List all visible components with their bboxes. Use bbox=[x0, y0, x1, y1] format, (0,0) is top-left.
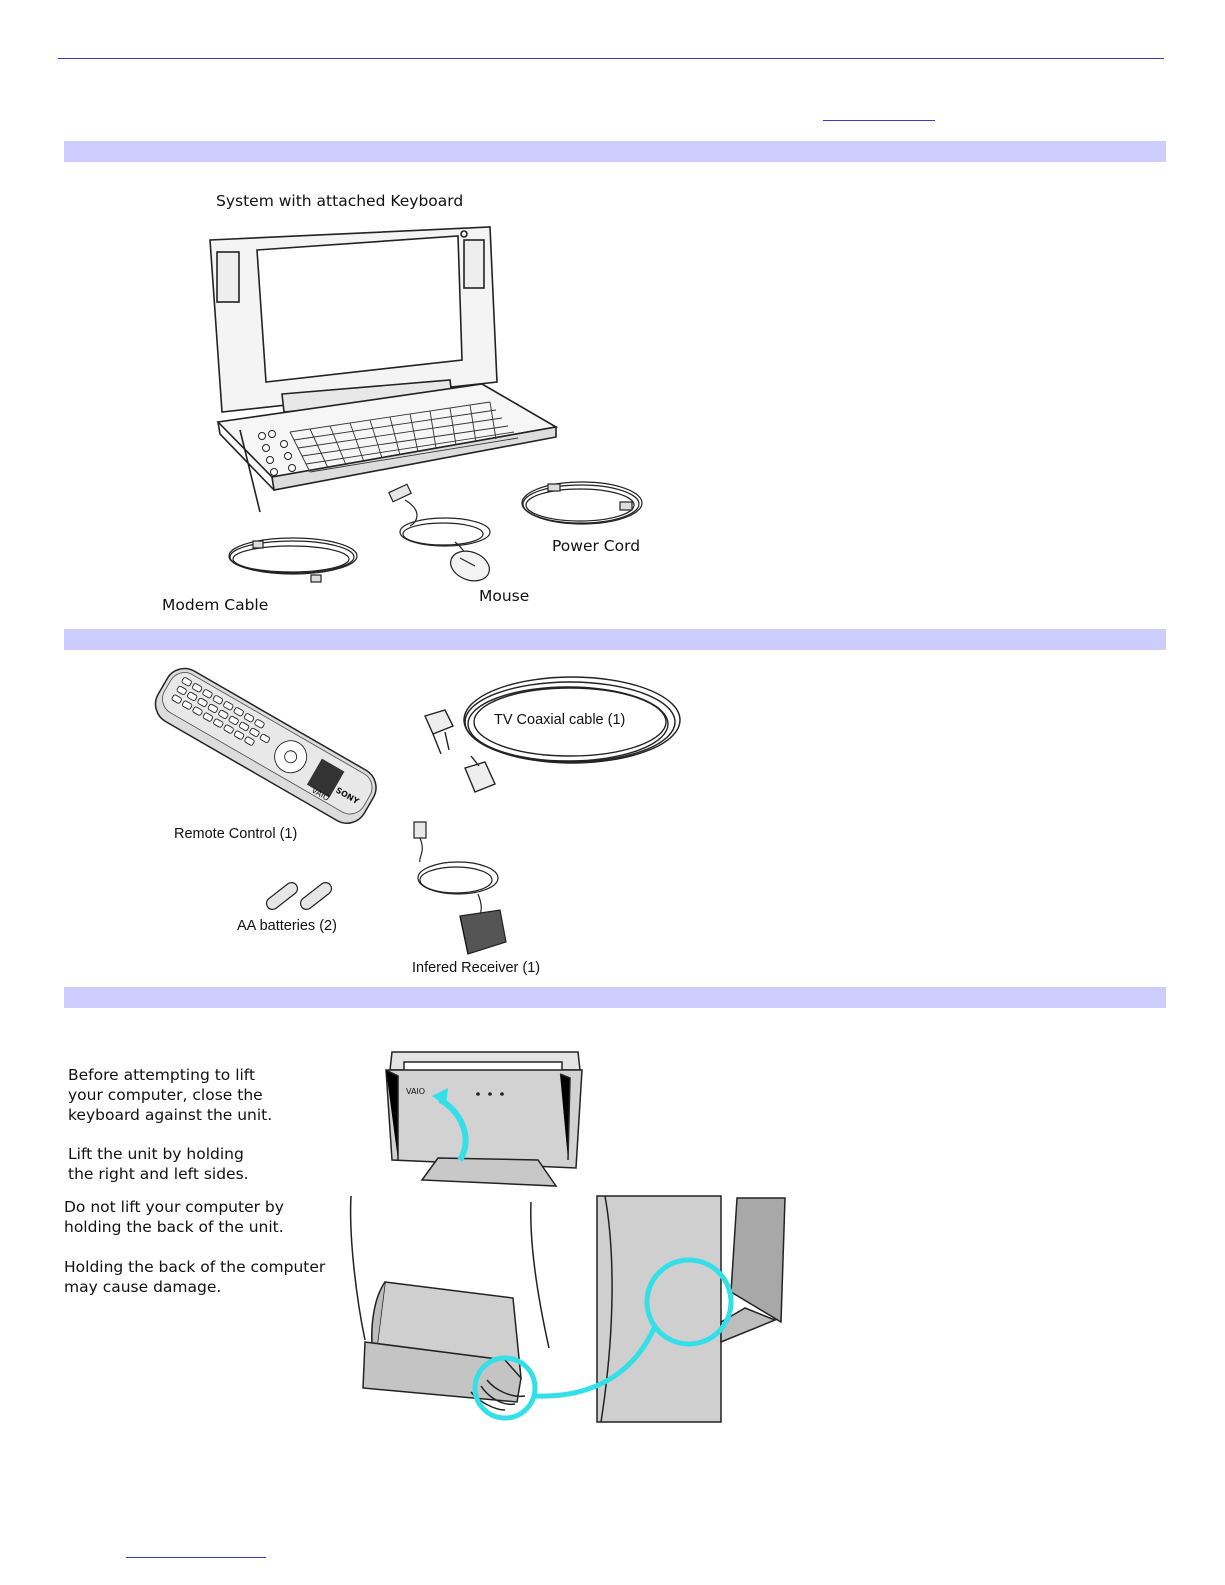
header-rule bbox=[58, 58, 1164, 59]
holding-back-illustration bbox=[349, 1195, 786, 1423]
section-band-2 bbox=[64, 629, 1166, 650]
mouse-label: Mouse bbox=[479, 587, 530, 605]
infrared-receiver-label: Infered Receiver (1) bbox=[412, 960, 541, 976]
computer-illustration bbox=[209, 226, 559, 513]
lift-line-3: keyboard against the unit. bbox=[68, 1106, 273, 1124]
system-label: System with attached Keyboard bbox=[216, 192, 464, 210]
remote-control-illustration: VAIO SONY bbox=[154, 667, 377, 824]
aa-batteries-label: AA batteries (2) bbox=[237, 918, 337, 934]
section-band-3 bbox=[64, 987, 1166, 1008]
lift-line-1: Before attempting to lift bbox=[68, 1066, 256, 1084]
lift-sides-line-2: the right and left sides. bbox=[68, 1165, 249, 1183]
lift-sides-line-1: Lift the unit by holding bbox=[68, 1145, 244, 1163]
header-link[interactable] bbox=[823, 120, 935, 121]
lift-sides-text: Lift the unit by holding the right and l… bbox=[68, 1144, 249, 1184]
warning-damage-text: Holding the back of the computer may cau… bbox=[64, 1257, 325, 1297]
lift-instructions-text: Before attempting to lift your computer,… bbox=[68, 1065, 272, 1125]
aa-batteries-illustration bbox=[265, 882, 333, 910]
damage-line-2: may cause damage. bbox=[64, 1278, 222, 1296]
warning-line-2: holding the back of the unit. bbox=[64, 1218, 284, 1236]
damage-line-1: Holding the back of the computer bbox=[64, 1258, 326, 1276]
section-band-1 bbox=[64, 141, 1166, 162]
modem-cable-illustration bbox=[228, 537, 358, 583]
footer-link[interactable] bbox=[126, 1557, 266, 1558]
infrared-receiver-illustration bbox=[413, 821, 507, 955]
svg-text:VAIO: VAIO bbox=[406, 1087, 425, 1096]
coaxial-cable-label: TV Coaxial cable (1) bbox=[494, 712, 626, 728]
mouse-illustration bbox=[388, 483, 491, 582]
closed-unit-illustration: VAIO bbox=[385, 1051, 583, 1187]
warning-line-1: Do not lift your computer by bbox=[64, 1198, 284, 1216]
lift-line-2: your computer, close the bbox=[68, 1086, 263, 1104]
coaxial-cable-illustration bbox=[424, 676, 681, 793]
power-cord-label: Power Cord bbox=[552, 537, 641, 555]
power-cord-illustration bbox=[521, 481, 643, 525]
remote-control-label: Remote Control (1) bbox=[174, 826, 298, 842]
modem-cable-label: Modem Cable bbox=[162, 596, 269, 614]
warning-back-text: Do not lift your computer by holding the… bbox=[64, 1197, 284, 1237]
